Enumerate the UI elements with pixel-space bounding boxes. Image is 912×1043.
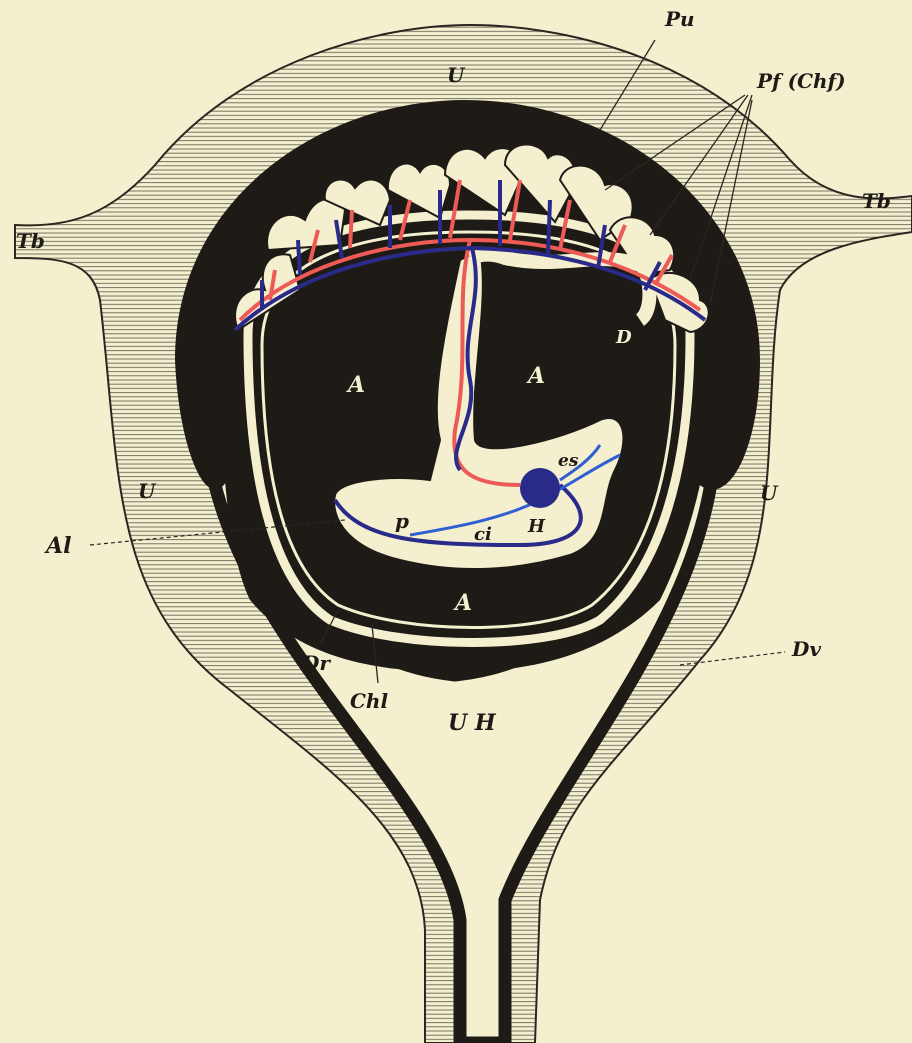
label-es: es [558, 451, 579, 471]
label-u-top: U [447, 63, 466, 87]
label-p: p [395, 509, 409, 533]
label-chl: Chl [350, 689, 388, 713]
label-tb-right: Tb [862, 189, 891, 213]
label-dv: Dv [791, 637, 821, 661]
label-h: H [527, 516, 546, 537]
label-pu: Pu [664, 7, 695, 31]
label-u-right: U [760, 481, 779, 505]
label-ci: ci [474, 524, 492, 545]
heart [520, 468, 560, 508]
label-a-bottom: A [453, 590, 472, 616]
label-dr: Dr [301, 651, 331, 675]
label-pf-chf: Pf (Chf) [756, 69, 846, 93]
label-uh: U H [448, 710, 497, 736]
label-a-right: A [526, 363, 545, 389]
label-a-left: A [346, 372, 365, 398]
label-u-left: U [138, 479, 157, 503]
label-al: Al [44, 533, 71, 559]
label-tb-left: Tb [16, 229, 45, 253]
label-d: D [615, 327, 632, 348]
